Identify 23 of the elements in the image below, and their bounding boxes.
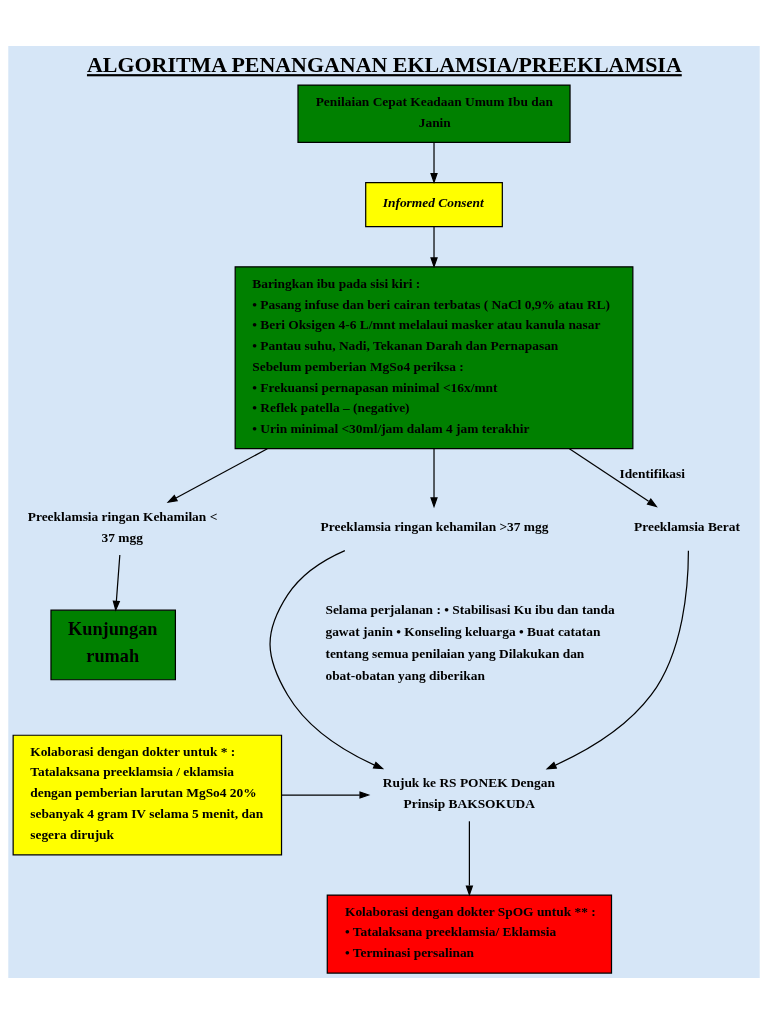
node-box: Informed Consent	[365, 182, 503, 228]
node-box: Kolaborasi dengan dokter untuk * : Tatalaksana preeklamsia / eklamsia dengan pemberian larutan MgSo4 20% sebanyak 4 gram IV selama 5 menit, dan segera dirujuk	[12, 734, 283, 856]
arrow	[465, 820, 474, 897]
node-text: Preeklamsia ringan kehamilan >37 mgg	[320, 518, 549, 534]
arrow	[112, 554, 121, 612]
arrow	[281, 791, 371, 799]
arrow	[430, 141, 438, 184]
arrow	[545, 550, 689, 770]
arrow	[568, 448, 658, 508]
diagram-title: ALGORITMA PENANGANAN EKLAMSIA/PREEKLAMSIA	[86, 52, 682, 78]
arrow	[430, 226, 438, 269]
edge-label: Identifikasi	[619, 465, 685, 481]
arrow	[430, 448, 438, 509]
arrow	[269, 550, 385, 770]
node-text: Rujuk ke RS PONEK Dengan Prinsip BAKSOKUDA	[382, 775, 555, 812]
node-box: Kolaborasi dengan dokter SpOG untuk ** : • Tatalaksana preeklamsia/ Eklamsia • Terminasi persalinan	[326, 894, 613, 974]
label: Selama perjalanan : • Stabilisasi Ku ibu dan tanda gawat janin • Konseling keluarga • Buat catatan tentang semua penilaian yang Dilakukan dan obat-obatan yang diberikan	[325, 602, 615, 684]
node-box: Penilaian Cepat Keadaan Umum Ibu dan Janin	[297, 84, 571, 143]
node-text: Preeklamsia Berat	[634, 518, 740, 534]
node-box: Baringkan ibu pada sisi kiri : • Pasang infuse dan beri cairan terbatas ( NaCl 0,9% atau RL) • Beri Oksigen 4-6 L/mnt melalaui masker atau kanula nasar • Pantau suhu, Nadi, Tekanan Darah dan Pernapasan Sebelum pemberian MgSo4 periksa : • Frekuansi pernapasan minimal <16x/mnt • Reflek patella – (negative) • Urin minimal <30ml/jam dalam 4 jam terakhir	[234, 266, 634, 450]
node-box: Kunjungan rumah	[50, 609, 176, 681]
node-text: Preeklamsia ringan Kehamilan < 37 mgg	[27, 508, 218, 545]
arrow	[166, 448, 268, 504]
